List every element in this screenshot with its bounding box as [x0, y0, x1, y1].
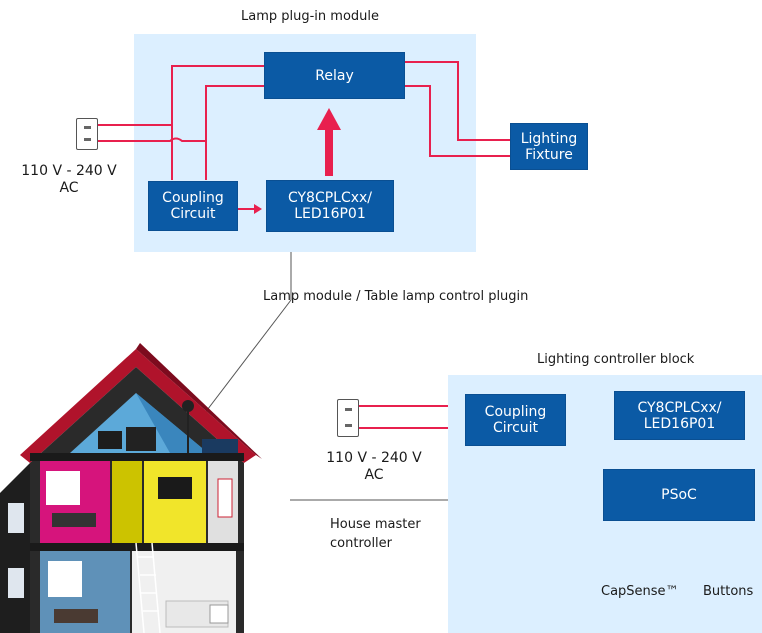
power-plug-icon-2 — [337, 399, 359, 437]
house-caption-line-2: controller — [330, 536, 393, 551]
controller-block-title: Lighting controller block — [537, 352, 695, 367]
controller-chip-label-1: CY8CPLCxx/ — [637, 399, 722, 416]
lamp-module-caption: Lamp module / Table lamp control plugin — [263, 289, 529, 304]
lighting-fixture-label-1: Lighting — [520, 130, 578, 147]
coupling-label-1: Coupling — [162, 190, 224, 206]
lighting-fixture-label-2: Fixture — [525, 146, 573, 163]
lamp-module-voltage: 110 V - 240 V AC — [6, 163, 132, 197]
buttons-label: Buttons — [703, 584, 754, 599]
controller-chip-block-2: CY8CPLCxx/ LED16P01 — [614, 391, 745, 440]
lighting-fixture-block: Lighting Fixture — [510, 123, 588, 170]
house-caption: House master controller — [330, 515, 421, 553]
coupling-label-2: Circuit — [170, 206, 216, 222]
controller-chip-label-2: LED16P01 — [643, 415, 716, 432]
controller-coupling-label-1: Coupling — [484, 404, 547, 420]
lamp-module-title: Lamp plug-in module — [241, 9, 380, 24]
chip-label-2: LED16P01 — [294, 206, 366, 222]
psoc-block: PSoC — [603, 469, 755, 521]
voltage-type-2: AC — [364, 467, 384, 483]
controller-coupling-label-2: Circuit — [492, 420, 539, 436]
relay-label: Relay — [315, 67, 354, 84]
power-plug-icon — [76, 118, 98, 150]
voltage-type: AC — [59, 180, 79, 196]
house-caption-line-1: House master — [330, 517, 421, 532]
psoc-label: PSoC — [661, 487, 697, 503]
controller-chip-block: CY8CPLCxx/ LED16P01 — [266, 180, 394, 232]
voltage-range-2: 110 V - 240 V — [326, 450, 422, 466]
coupling-circuit-block: Coupling Circuit — [148, 181, 238, 231]
relay-block: Relay — [264, 52, 405, 99]
chip-label-1: CY8CPLCxx/ — [287, 190, 373, 206]
voltage-range: 110 V - 240 V — [21, 163, 117, 179]
controller-coupling-block: Coupling Circuit — [465, 394, 566, 446]
capsense-label: CapSense™ — [601, 584, 679, 599]
controller-voltage: 110 V - 240 V AC — [310, 450, 438, 484]
house-illustration — [0, 343, 262, 633]
